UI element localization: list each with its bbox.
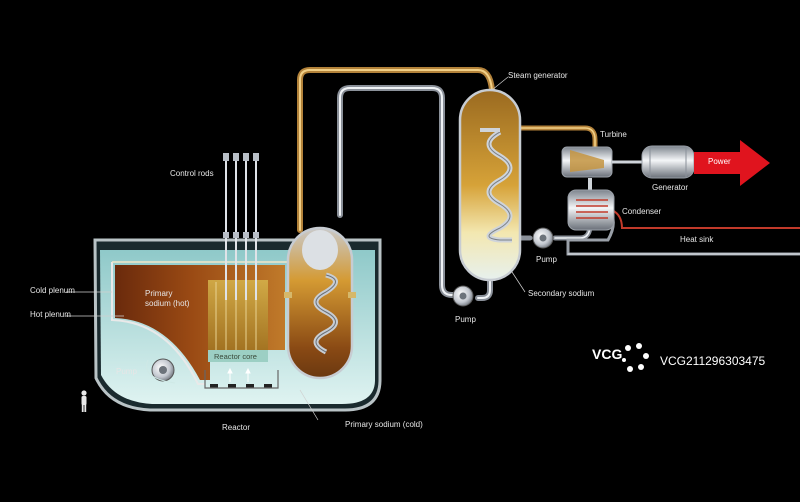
steam-generator — [458, 88, 522, 282]
heat-sink-label: Heat sink — [680, 235, 714, 244]
primary-sodium-hot-label-2: sodium (hot) — [145, 299, 190, 308]
power-arrow — [694, 140, 770, 186]
turbine — [561, 146, 648, 178]
generator-label: Generator — [652, 183, 689, 192]
primary-sodium-hot-label-1: Primary — [145, 289, 173, 298]
secondary-pump-label: Pump — [536, 255, 557, 264]
human-scale-figure — [81, 390, 87, 412]
hot-plenum-label: Hot plenum — [30, 310, 71, 319]
lower-pump — [452, 285, 474, 307]
vcg-logo-icon — [622, 343, 649, 372]
secondary-pump — [532, 227, 554, 249]
watermark-logo-text: VCG — [592, 346, 623, 362]
secondary-sodium-label: Secondary sodium — [528, 289, 595, 298]
intermediate-heat-exchanger — [284, 226, 356, 380]
generator — [641, 145, 695, 179]
watermark-id-text: VCG211296303475 — [660, 354, 766, 368]
cold-plenum-label: Cold plenum — [30, 286, 75, 295]
control-rods-label: Control rods — [170, 169, 214, 178]
leader-lines — [66, 76, 526, 421]
condenser — [567, 178, 615, 231]
vessel-pump-label: Pump — [116, 367, 137, 376]
secondary-loop-pipes — [297, 67, 495, 301]
reactor-label: Reactor — [222, 423, 251, 432]
turbine-label: Turbine — [600, 130, 627, 139]
primary-sodium-cold-label: Primary sodium (cold) — [345, 420, 423, 429]
condenser-label: Condenser — [622, 207, 662, 216]
power-label: Power — [708, 157, 731, 166]
lower-pump-label: Pump — [455, 315, 476, 324]
reactor-core — [208, 280, 268, 360]
control-rods — [223, 153, 259, 300]
reactor-core-label: Reactor core — [214, 352, 257, 361]
steam-generator-label: Steam generator — [508, 71, 568, 80]
